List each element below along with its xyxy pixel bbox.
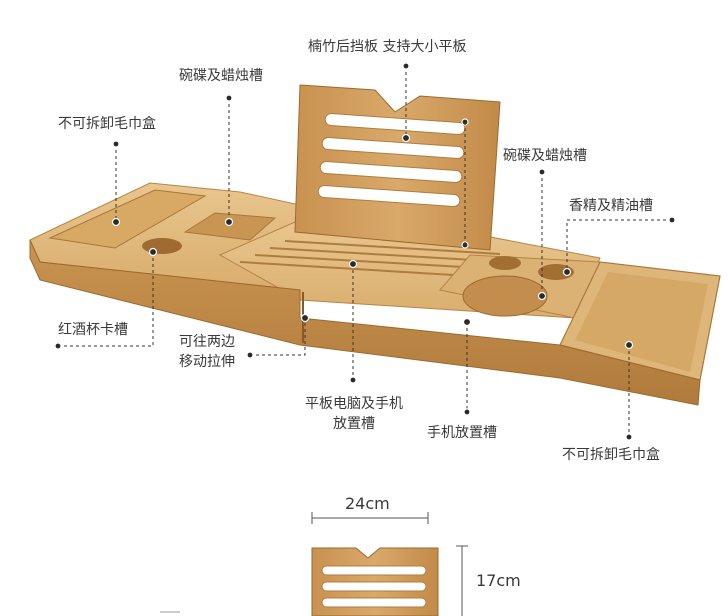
backrest-slot xyxy=(317,184,461,208)
label-phone-slot: 手机放置槽 xyxy=(427,425,497,441)
tray xyxy=(29,182,721,406)
dimension-drawing xyxy=(160,512,468,616)
small-board-slot xyxy=(321,565,427,576)
label-tablet-slot-line2: 放置槽 xyxy=(333,416,375,432)
label-wine-glass: 红酒杯卡槽 xyxy=(58,322,128,338)
phone-slot xyxy=(462,275,548,317)
label-essential-oil: 香精及精油槽 xyxy=(569,198,653,214)
wine-glass-slot xyxy=(142,238,182,254)
leader-lines xyxy=(58,66,672,437)
label-bowl-candle-right: 碗碟及蜡烛槽 xyxy=(503,148,587,164)
dimension-height: 17cm xyxy=(476,571,521,590)
bowl-slot-left xyxy=(183,212,277,241)
label-tablet-slot: 平板电脑及手机 放置槽 xyxy=(295,394,413,434)
small-board-slot xyxy=(321,581,427,592)
backrest-slot xyxy=(319,160,463,184)
label-backrest: 楠竹后挡板 支持大小平板 xyxy=(308,39,467,55)
label-extendable-line2: 移动拉伸 xyxy=(179,354,235,370)
label-extendable: 可往两边 移动拉伸 xyxy=(179,332,235,372)
towel-box-right-inner xyxy=(575,272,708,372)
backrest-board xyxy=(294,84,501,251)
backrest-slots xyxy=(317,113,466,208)
label-tablet-slot-line1: 平板电脑及手机 xyxy=(305,396,403,412)
tablet-grooves xyxy=(239,240,501,277)
dimension-width: 24cm xyxy=(345,494,390,513)
label-towel-box-left: 不可拆卸毛巾盒 xyxy=(58,116,156,132)
tray-front xyxy=(29,239,701,406)
small-board-slot xyxy=(321,597,427,608)
label-towel-box-right: 不可拆卸毛巾盒 xyxy=(562,447,660,463)
leader-dots xyxy=(54,62,676,441)
backrest-slot xyxy=(321,136,465,160)
label-bowl-candle-left: 碗碟及蜡烛槽 xyxy=(179,68,263,84)
essential-oil-slot xyxy=(538,264,574,280)
towel-box-left xyxy=(48,189,207,249)
label-extendable-line1: 可往两边 xyxy=(179,334,235,350)
bowl-slot-right-small xyxy=(489,256,521,270)
